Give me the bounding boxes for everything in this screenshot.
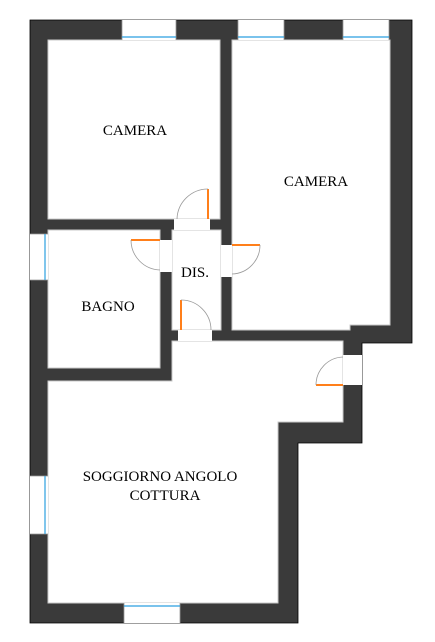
room-outlines (47, 39, 391, 604)
window-soggiorno-bottom (123, 603, 181, 623)
room-label-soggiorno-line-1: SOGGIORNO ANGOLO (83, 469, 238, 485)
room-label-dis: DIS. (181, 265, 209, 281)
room-label-soggiorno-line-2: COTTURA (130, 488, 201, 504)
door-soggiorno (315, 355, 362, 386)
room-label-bagno: BAGNO (81, 299, 135, 315)
window-bagno (30, 233, 48, 281)
window-top-middle (237, 20, 285, 40)
wall-outline (29, 19, 413, 624)
room-label-camera-1: CAMERA (103, 123, 167, 139)
window-top-left (121, 20, 177, 40)
door-disimpegno (178, 299, 212, 341)
door-camera-2 (221, 244, 261, 277)
room-label-camera-2: CAMERA (284, 174, 348, 190)
door-bagno (130, 239, 172, 272)
door-camera-1 (174, 188, 210, 230)
window-top-right (342, 20, 390, 40)
window-soggiorno-left (30, 475, 48, 535)
